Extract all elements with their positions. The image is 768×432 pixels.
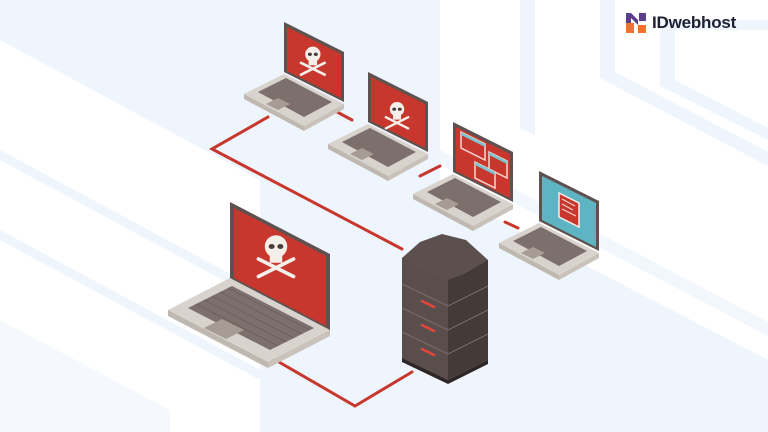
laptop-1 bbox=[244, 22, 344, 131]
laptop-4 bbox=[499, 171, 599, 280]
laptop-3 bbox=[413, 122, 513, 231]
brand-logo[interactable]: IDwebhost bbox=[626, 13, 736, 33]
idwebhost-logo-icon bbox=[626, 13, 646, 33]
laptop-2 bbox=[328, 72, 428, 181]
laptop-main bbox=[168, 202, 330, 368]
brand-name: IDwebhost bbox=[652, 13, 737, 32]
server bbox=[401, 234, 489, 384]
server-led-icon bbox=[420, 299, 436, 357]
network-cables bbox=[208, 104, 520, 408]
